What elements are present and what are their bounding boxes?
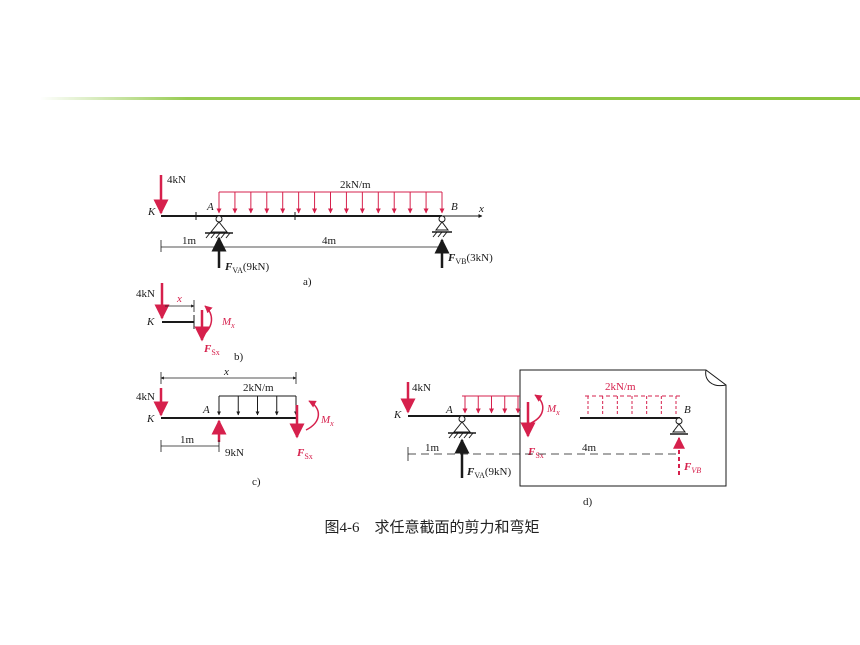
point-b-label: B xyxy=(451,201,458,213)
diagram-a: 4kN K x 2kN/m A B 1m xyxy=(147,174,493,288)
shear-label: FSx xyxy=(527,446,544,460)
point-a-label: A xyxy=(206,201,214,213)
header-accent-line xyxy=(40,97,860,100)
dist-load-label: 2kN/m xyxy=(243,382,274,394)
reaction-a-label: FVA(9kN) xyxy=(224,261,269,275)
dim-1m: 1m xyxy=(182,235,197,247)
point-k-label: K xyxy=(146,413,155,425)
dim-4m: 4m xyxy=(322,235,337,247)
point-load-label: 4kN xyxy=(136,288,155,300)
dashed-load-arrows xyxy=(587,396,677,416)
point-b-label: B xyxy=(684,404,691,416)
dist-load-arrows xyxy=(462,396,521,414)
support-b xyxy=(432,215,452,238)
diagram-d-tag: d) xyxy=(583,496,593,508)
reaction-b-label: FVB xyxy=(683,461,701,475)
diagram-c-tag: c) xyxy=(252,476,261,488)
point-load-label: 4kN xyxy=(412,382,431,394)
point-load-label: 4kN xyxy=(167,174,186,186)
diagram-b: 4kN x K Mx FSx b) xyxy=(136,283,244,363)
dist-load-arrows xyxy=(217,396,298,416)
moment-arrow xyxy=(305,400,320,431)
panel-frame xyxy=(519,369,727,487)
moment-label: Mx xyxy=(320,414,334,428)
diagram-b-tag: b) xyxy=(234,351,244,363)
dim-4m: 4m xyxy=(582,442,597,454)
x-label: x xyxy=(223,366,229,378)
moment-arrow xyxy=(530,394,544,424)
dist-load-label: 2kN/m xyxy=(605,381,636,393)
dim-1m: 1m xyxy=(180,434,195,446)
dist-load-arrows xyxy=(216,192,445,214)
reaction-b-label: FVB(3kN) xyxy=(447,252,493,266)
figure-caption: 图4-6 求任意截面的剪力和弯矩 xyxy=(325,518,540,536)
shear-label: FSx xyxy=(296,447,313,461)
support-a xyxy=(448,415,476,439)
point-a-label: A xyxy=(202,404,210,416)
point-k-label: K xyxy=(393,409,402,421)
support-b xyxy=(670,417,688,435)
dim-1m: 1m xyxy=(425,442,440,454)
diagram-a-tag: a) xyxy=(303,276,312,288)
point-load-label: 4kN xyxy=(136,391,155,403)
diagram-d: 4kN K A Mx FSx 2kN/m B 1m 4m xyxy=(393,369,727,508)
moment-arrow xyxy=(202,305,213,336)
panel-curl xyxy=(705,369,727,387)
point-k-label: K xyxy=(146,316,155,328)
dist-load-label: 2kN/m xyxy=(340,179,371,191)
support-a xyxy=(205,215,233,239)
x-label: x xyxy=(176,293,182,305)
x-axis-label: x xyxy=(478,203,484,215)
point-a-label: A xyxy=(445,404,453,416)
point-k-label: K xyxy=(147,206,156,218)
reaction-a-label: FVA(9kN) xyxy=(466,466,511,480)
shear-label: FSx xyxy=(203,343,220,357)
moment-label: Mx xyxy=(546,403,560,417)
reaction-label: 9kN xyxy=(225,447,244,459)
moment-label: Mx xyxy=(221,316,235,330)
diagram-c: x 4kN K 2kN/m A 1m 9kN Mx FSx c) xyxy=(136,366,334,488)
